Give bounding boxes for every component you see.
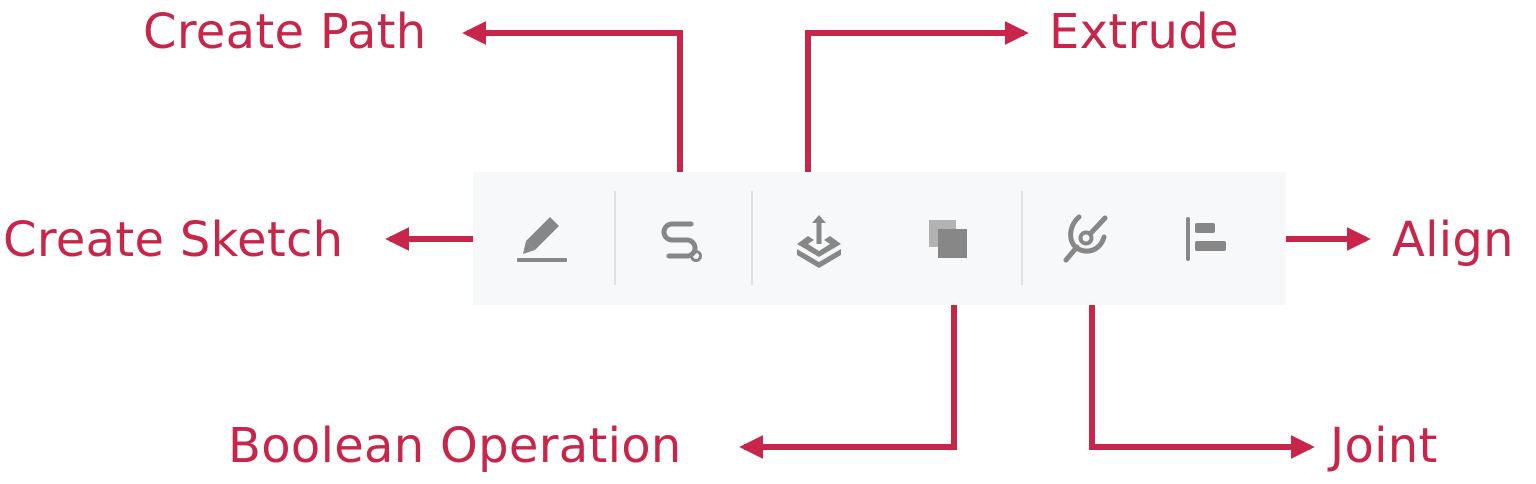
boolean-operation-button[interactable] [898,172,998,305]
path-icon [661,221,702,262]
create-sketch-label: Create Sketch [3,212,344,268]
align-button[interactable] [1157,172,1257,305]
create-path-button[interactable] [632,172,732,305]
toolbar-separator [1021,191,1023,285]
joint-label: Joint [1330,418,1438,474]
connector-joint [1089,305,1315,459]
toolbar [473,172,1286,305]
extrude-icon [797,214,841,268]
extrude-label: Extrude [1049,4,1239,60]
connector-extrude [805,21,1029,172]
toolbar-separator [614,191,616,285]
pencil-icon [517,216,567,262]
joint-button[interactable] [1036,172,1136,305]
boolean-operation-label: Boolean Operation [228,418,682,474]
toolbar-separator [751,191,753,285]
joint-icon [1063,214,1108,262]
create-sketch-button[interactable] [494,172,594,305]
align-label: Align [1392,212,1514,268]
boolean-icon [929,219,967,258]
connector-boolean-operation [739,305,957,459]
align-left-icon [1186,216,1226,261]
connector-create-path [462,20,683,172]
create-path-label: Create Path [143,4,427,60]
extrude-button[interactable] [769,172,869,305]
